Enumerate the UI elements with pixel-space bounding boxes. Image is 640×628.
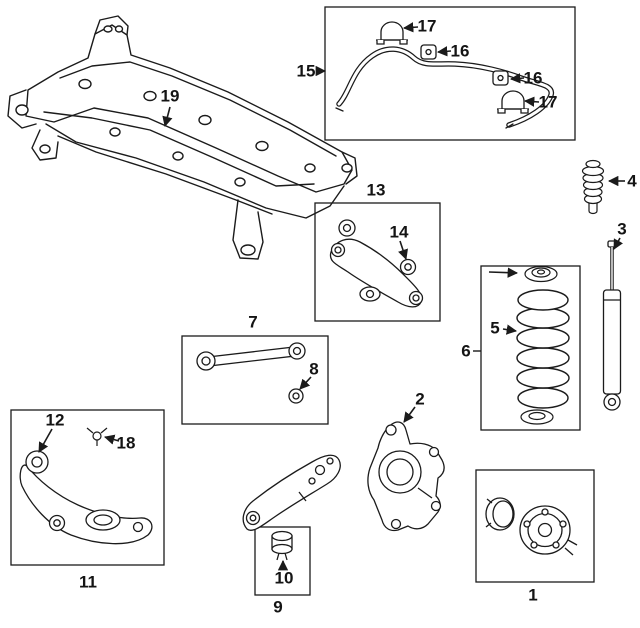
callout-6-spring-assembly[interactable]: 6 bbox=[461, 341, 471, 361]
callout-8-link-bushing[interactable]: 8 bbox=[309, 359, 319, 379]
stabilizer-bushing-illustration bbox=[420, 44, 509, 86]
callout-4-dust-cover[interactable]: 4 bbox=[627, 171, 637, 191]
lateral-link-illustration bbox=[196, 342, 306, 371]
upper-arm-group-box bbox=[314, 202, 441, 322]
callout-12-lower-arm-bushing[interactable]: 12 bbox=[45, 410, 65, 430]
trailing-bushing-group-box bbox=[254, 526, 311, 596]
lower-arm-group-box bbox=[10, 409, 165, 566]
lower-arm-clip-illustration bbox=[86, 427, 108, 446]
shock-absorber-illustration bbox=[602, 240, 622, 411]
lateral-link-group-box bbox=[181, 335, 329, 425]
callout-3-shock-absorber[interactable]: 3 bbox=[617, 219, 627, 239]
lower-arm-bushing-illustration bbox=[25, 450, 49, 474]
crossmember-illustration bbox=[7, 15, 358, 260]
hub-group-box bbox=[475, 469, 595, 583]
spring-lower-seat-illustration bbox=[520, 409, 554, 425]
callout-7-lateral-link[interactable]: 7 bbox=[248, 312, 258, 332]
lower-arm-small-bushing-illustration bbox=[48, 514, 66, 532]
spring-group-box bbox=[480, 265, 581, 431]
callout-16-stabilizer-bushing[interactable]: 16 bbox=[523, 68, 543, 88]
stabilizer-bar-illustration bbox=[335, 46, 555, 129]
upper-arm-illustration bbox=[329, 219, 424, 308]
callout-1-hub-bearing[interactable]: 1 bbox=[528, 585, 538, 605]
dust-cover-illustration bbox=[581, 159, 605, 215]
leader-arrows bbox=[38, 22, 625, 571]
callout-11-lower-arm[interactable]: 11 bbox=[79, 572, 97, 592]
callout-9-trailing-arm[interactable]: 9 bbox=[273, 597, 283, 617]
knuckle-illustration bbox=[367, 421, 445, 532]
callout-18-clip[interactable]: 18 bbox=[116, 433, 136, 453]
callout-5-coil-spring[interactable]: 5 bbox=[490, 318, 500, 338]
spring-upper-seat-illustration bbox=[524, 265, 558, 283]
callout-17-stabilizer-bracket[interactable]: 17 bbox=[538, 92, 558, 112]
callout-10-trailing-bushing[interactable]: 10 bbox=[274, 568, 294, 588]
trailing-arm-illustration bbox=[242, 454, 341, 531]
callout-2-knuckle[interactable]: 2 bbox=[415, 389, 425, 409]
callout-16-stabilizer-bushing[interactable]: 16 bbox=[450, 41, 470, 61]
trailing-arm-bushing-illustration bbox=[271, 530, 293, 561]
callout-14-upper-arm-bushing[interactable]: 14 bbox=[389, 222, 409, 242]
stabilizer-bracket-illustration bbox=[376, 21, 529, 114]
lateral-link-bushing-illustration bbox=[288, 388, 304, 404]
callout-13-upper-arm[interactable]: 13 bbox=[366, 180, 386, 200]
callout-15-stabilizer-bar[interactable]: 15 bbox=[296, 61, 316, 81]
coil-spring-illustration bbox=[516, 289, 570, 409]
callout-19-crossmember[interactable]: 19 bbox=[160, 86, 180, 106]
callout-17-stabilizer-bracket[interactable]: 17 bbox=[417, 16, 437, 36]
hub-bearing-illustration bbox=[485, 497, 578, 556]
lower-arm-illustration bbox=[19, 464, 153, 545]
